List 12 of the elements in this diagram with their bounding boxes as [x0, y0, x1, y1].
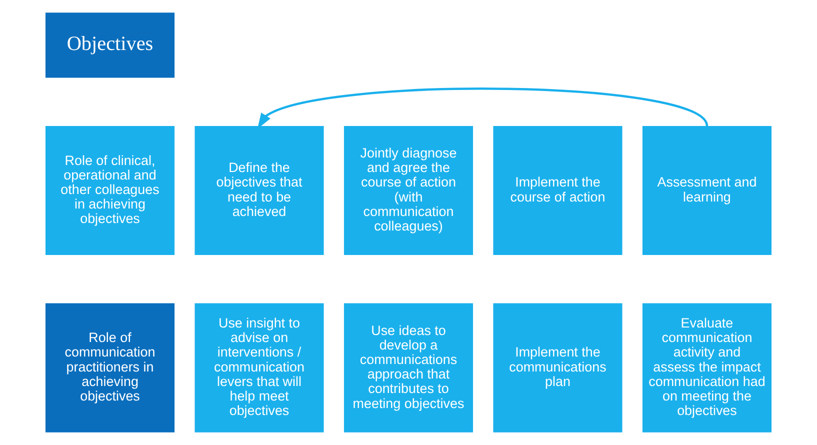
node-box: Role of clinical, operational and other colleagues in achieving objectives [46, 126, 175, 256]
node-box: Jointly diagnose and agree the course of action (with communication colleagues) [344, 126, 474, 256]
node-box: Implement the communications plan [493, 303, 622, 432]
node-box: Use insight to advise on interventions / communication levers that will help meet objectives [194, 303, 324, 432]
node-box: Use ideas to develop a communications approach that contributes to meeting objectives [344, 303, 474, 432]
node-box: Implement the course of action [493, 126, 622, 256]
node-box: Define the objectives that need to be achieved [194, 126, 324, 256]
node-box: Objectives [46, 12, 175, 78]
node-box: Role of communication practitioners in achieving objectives [46, 303, 175, 432]
arrow [257, 88, 708, 129]
node-box: Evaluate communication activity and assess the impact communication had on meeting the objectives [642, 303, 772, 432]
node-box: Assessment and learning [642, 126, 772, 256]
